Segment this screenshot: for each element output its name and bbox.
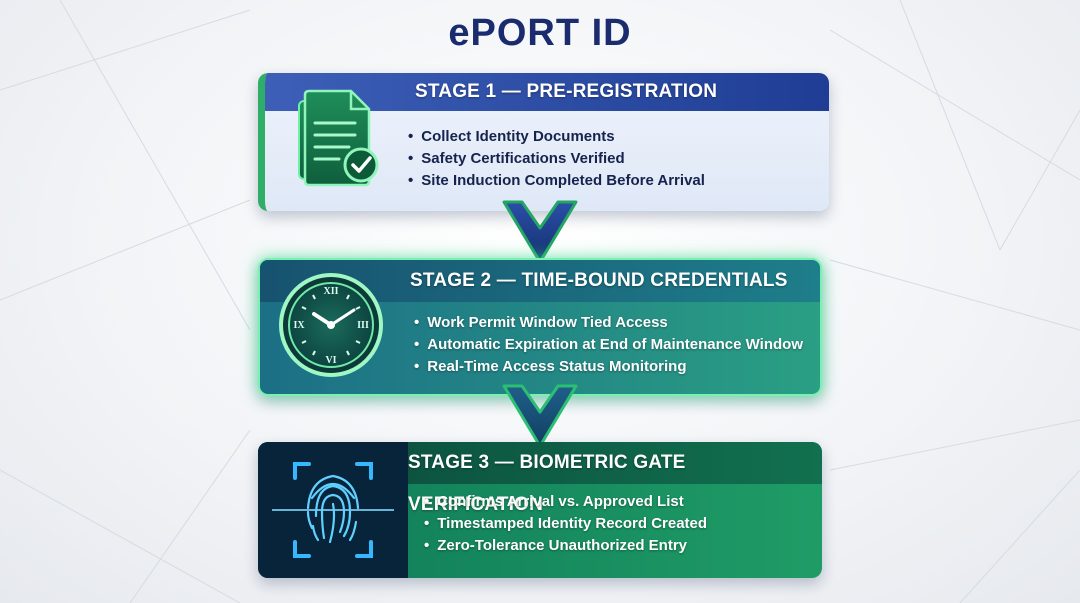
stage-2-card: STAGE 2 — TIME-BOUND CREDENTIALS XII III…: [258, 258, 822, 396]
clock-icon: XII III VI IX: [279, 273, 383, 377]
document-check-icon: [298, 89, 379, 187]
list-item: Safety Certifications Verified: [408, 148, 705, 170]
stage-1-card: STAGE 1 — PRE-REGISTRATION Collect Ident…: [258, 73, 829, 211]
list-item: Zero-Tolerance Unauthorized Entry: [424, 535, 707, 557]
stage-2-list: Work Permit Window Tied Access Automatic…: [414, 312, 803, 378]
page-title: ePORT ID: [448, 12, 632, 54]
stage-1-list: Collect Identity Documents Safety Certif…: [408, 126, 705, 192]
stage-3-list: Confirms Arrival vs. Approved List Times…: [424, 491, 707, 557]
svg-text:VI: VI: [325, 355, 336, 366]
list-item: Automatic Expiration at End of Maintenan…: [414, 334, 803, 356]
stage-3-card: STAGE 3 — BIOMETRIC GATE VERIFICATION Co…: [258, 442, 822, 578]
svg-text:III: III: [357, 320, 369, 331]
list-item: Confirms Arrival vs. Approved List: [424, 491, 707, 513]
list-item: Collect Identity Documents: [408, 126, 705, 148]
svg-text:XII: XII: [323, 286, 338, 297]
list-item: Work Permit Window Tied Access: [414, 312, 803, 334]
svg-text:IX: IX: [293, 320, 305, 331]
list-item: Real-Time Access Status Monitoring: [414, 356, 803, 378]
fingerprint-icon: [258, 442, 408, 578]
list-item: Timestamped Identity Record Created: [424, 513, 707, 535]
list-item: Site Induction Completed Before Arrival: [408, 170, 705, 192]
